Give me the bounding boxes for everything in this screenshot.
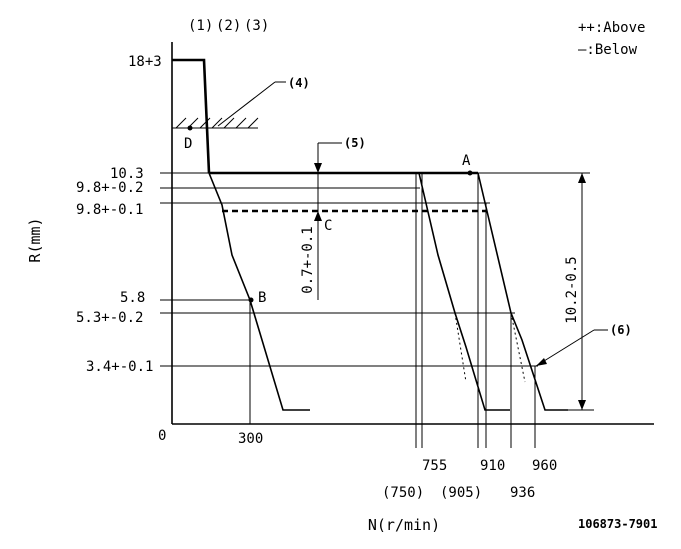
y-axis-label: R(mm) — [26, 217, 44, 262]
x-tick-label: 300 — [238, 431, 263, 447]
dotted-curve-2 — [510, 312, 526, 383]
x-tick-label: (905) — [440, 485, 482, 501]
leader-4 — [217, 81, 276, 127]
dim-label-left: 0.7+-0.1 — [300, 226, 316, 293]
point-a-marker — [467, 170, 473, 176]
ref-label-1: (1) — [188, 18, 213, 34]
dim-arrow-right-top — [578, 173, 586, 183]
x-tick-label: 960 — [532, 458, 557, 474]
x-tick-label: 936 — [510, 485, 535, 501]
dim-arrow-bottom — [314, 211, 322, 221]
y-tick-label: 9.8+-0.2 — [76, 180, 143, 196]
y-tick-label: 3.4+-0.1 — [86, 359, 153, 375]
dim-arrow-top — [314, 163, 322, 173]
point-c-label: C — [324, 218, 332, 234]
legend-below: —:Below — [578, 42, 638, 58]
point-d-marker — [187, 125, 193, 131]
ref-label-2: (2) — [216, 18, 241, 34]
x-axis-label: N(r/min) — [368, 516, 440, 534]
y-tick-label: 9.8+-0.1 — [76, 202, 143, 218]
legend-above: ++:Above — [578, 20, 645, 36]
point-a-label: A — [462, 153, 471, 169]
point-b-marker — [248, 297, 254, 303]
low-speed-curve — [208, 172, 310, 411]
start-curve — [172, 58, 211, 174]
leader-6-arrow — [536, 358, 547, 366]
callout-4: (4) — [288, 76, 310, 90]
y-tick-label: 5.3+-0.2 — [76, 310, 143, 326]
governor-curve-1 — [418, 172, 510, 411]
point-b-label: B — [258, 290, 266, 306]
x-tick-label: (750) — [382, 485, 424, 501]
dim-arrow-right-bottom — [578, 400, 586, 410]
point-d-label: D — [184, 136, 192, 152]
dotted-curve-1 — [454, 312, 467, 383]
governor-curve-2 — [477, 172, 568, 411]
y-tick-label: 18+3 — [128, 54, 162, 70]
y-tick-label: 5.8 — [120, 290, 145, 306]
dim-label-right: 10.2-0.5 — [564, 256, 580, 323]
y-tick-label: 10.3 — [110, 166, 144, 182]
callout-6: (6) — [610, 323, 632, 337]
origin-label: 0 — [158, 428, 166, 444]
ref-label-3: (3) — [244, 18, 269, 34]
x-tick-label: 755 — [422, 458, 447, 474]
x-tick-label: 910 — [480, 458, 505, 474]
callout-5: (5) — [344, 136, 366, 150]
leader-6 — [535, 329, 595, 367]
drawing-code: 106873-7901 — [578, 517, 657, 531]
